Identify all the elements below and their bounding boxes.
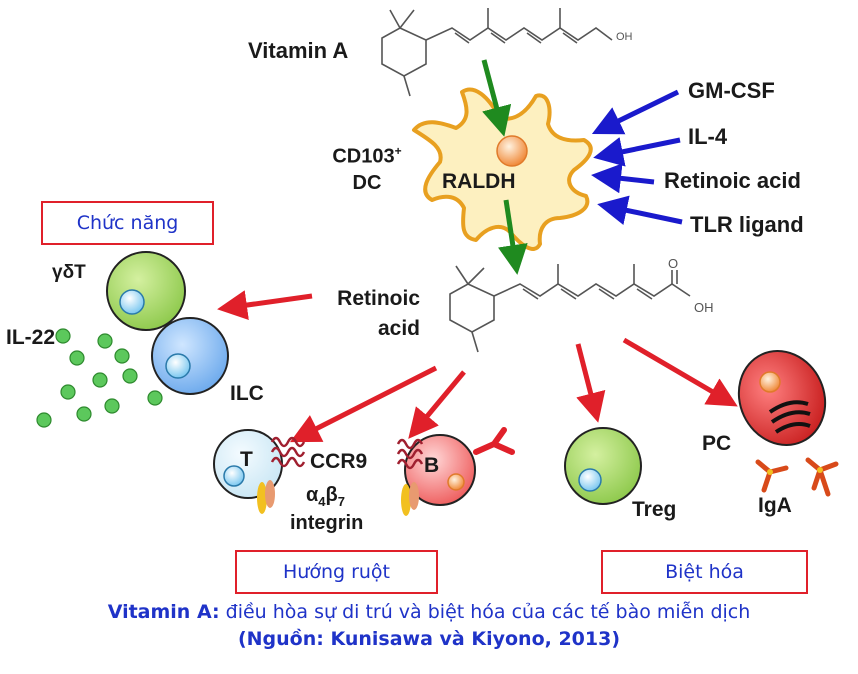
caption-text: điều hòa sự di trú và biệt hóa của các t… <box>219 601 751 623</box>
t-cell <box>213 429 306 514</box>
dc-name-sup: + <box>394 144 402 158</box>
ilc-label: ILC <box>230 382 264 405</box>
dc-name-line1: CD103 <box>332 145 395 168</box>
a4b7-sub1: 4 <box>318 494 326 509</box>
iga-label: IgA <box>758 494 792 517</box>
vitamin-a-label: Vitamin A <box>248 38 349 63</box>
blue-arrows <box>591 89 683 226</box>
homing-box: Hướng ruột <box>235 550 438 594</box>
green-arrow-in <box>481 59 512 137</box>
cooh-oh-label: OH <box>694 300 714 315</box>
t-cell-label: T <box>240 448 253 471</box>
cooh-o-label: O <box>668 256 679 271</box>
iga-antibodies <box>755 457 839 497</box>
b-cell-label: B <box>424 454 440 477</box>
il22-dots <box>36 328 163 428</box>
ccr9-label: CCR9 <box>310 450 368 473</box>
differentiation-box: Biệt hóa <box>601 550 808 594</box>
ilc-cell <box>151 317 229 395</box>
gamma-delta-t-cell <box>106 251 186 331</box>
treg-cell <box>564 427 642 505</box>
inducer-gm-csf: GM-CSF <box>688 78 775 103</box>
b-cell <box>396 427 515 516</box>
treg-label: Treg <box>632 498 677 521</box>
raldh-label: RALDH <box>442 170 516 193</box>
inducer-il-4: IL-4 <box>688 124 728 149</box>
inducer-retinoic-acid: Retinoic acid <box>664 168 801 193</box>
caption-bold: Vitamin A: <box>107 601 220 623</box>
a4b7-sub2: 7 <box>337 494 345 509</box>
gdt-label: γδT <box>52 262 86 283</box>
inducer-tlr-ligand: TLR ligand <box>690 212 804 237</box>
differentiation-box-label: Biệt hóa <box>665 561 744 583</box>
integrin-label: integrin <box>290 512 364 534</box>
function-box: Chức năng <box>41 201 214 245</box>
retinoic-acid-line1: Retinoic <box>337 287 420 310</box>
dc-name-line2: DC <box>352 171 382 194</box>
pc-label: PC <box>702 432 732 455</box>
il22-label: IL-22 <box>6 326 56 349</box>
retinoic-acid-structure <box>449 264 691 353</box>
function-box-label: Chức năng <box>76 212 179 234</box>
dc-nucleus <box>496 135 528 167</box>
a4b7-alpha: α <box>306 484 319 506</box>
dc-name-label: CD103+ DC <box>322 138 412 196</box>
green-arrow-out <box>498 199 528 275</box>
caption: Vitamin A: điều hòa sự di trú và biệt hó… <box>0 601 858 623</box>
homing-box-label: Hướng ruột <box>282 561 391 583</box>
vitamin-a-structure <box>381 8 613 97</box>
caption-source: (Nguồn: Kunisawa và Kiyono, 2013) <box>237 628 621 650</box>
a4b7-label: α4β7 <box>306 484 345 509</box>
retinoic-acid-line2: acid <box>377 317 420 340</box>
retinoic-acid-label: Retinoic acid <box>320 284 420 344</box>
oh-label: OH <box>616 31 633 43</box>
plasma-cell <box>737 350 827 446</box>
red-arrows <box>217 290 738 443</box>
a4b7-beta: β <box>325 484 338 506</box>
